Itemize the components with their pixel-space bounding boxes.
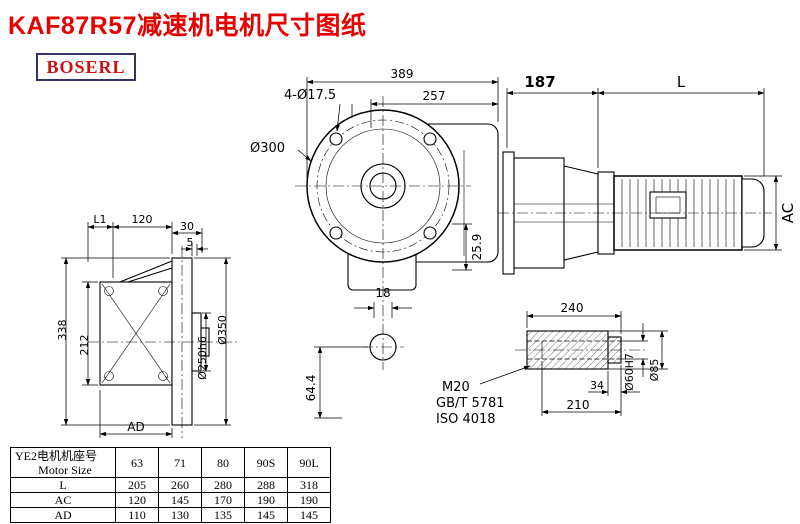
motor-size-header: YE2电机机座号 Motor Size xyxy=(10,447,116,478)
motor-view-dimensions: 187 L AC xyxy=(506,73,797,251)
dim-64-4: 64.4 xyxy=(304,375,318,402)
size-column-63: 63 xyxy=(115,447,159,478)
dim-34: 34 xyxy=(590,379,604,392)
dim-210: 210 xyxy=(567,398,590,412)
table-row-AC: AC 120 145 170 190 190 xyxy=(10,492,331,508)
table-cell: 120 xyxy=(115,492,159,508)
dim-L: L xyxy=(677,73,686,91)
label-iso-standard: ISO 4018 xyxy=(436,412,496,427)
table-cell: 145 xyxy=(244,507,288,523)
table-cell: 145 xyxy=(287,507,331,523)
size-column-90s: 90S xyxy=(244,447,288,478)
side-view-dimensions: L1 120 30 5 338 212 AD Ø250h6 Ø350 xyxy=(56,213,231,438)
label-gb-standard: GB/T 5781 xyxy=(436,396,505,411)
motor-view xyxy=(498,151,772,275)
dim-flange-od: Ø350 xyxy=(216,315,229,345)
dim-338: 338 xyxy=(56,320,69,341)
dim-bolt-holes: 4-Ø17.5 xyxy=(284,88,336,103)
page-title: KAF87R57减速机电机尺寸图纸 xyxy=(8,12,367,40)
dim-30: 30 xyxy=(180,220,194,233)
dim-120: 120 xyxy=(132,213,153,226)
bolt-holes xyxy=(329,132,437,240)
motor-size-header-cn: YE2电机机座号 xyxy=(15,448,97,463)
row-label-AD: AD xyxy=(10,507,116,523)
dim-flange-diameter: Ø300 xyxy=(250,141,285,156)
table-cell: 170 xyxy=(201,492,245,508)
motor-size-table: YE2电机机座号 Motor Size 63 71 80 90S 90L L 2… xyxy=(10,447,331,523)
dim-25-9: 25.9 xyxy=(470,234,484,261)
table-cell: 190 xyxy=(287,492,331,508)
boserl-logo: BOSERL xyxy=(36,53,136,81)
dim-212: 212 xyxy=(78,335,91,356)
table-cell: 260 xyxy=(158,477,202,493)
dim-shaft-od: Ø85 xyxy=(648,359,661,382)
table-cell: 130 xyxy=(158,507,202,523)
dim-187: 187 xyxy=(524,73,555,91)
shaft-view-dimensions: 240 34 210 Ø60H7 Ø85 M20 GB/T 5781 ISO 4… xyxy=(436,301,668,427)
table-cell: 135 xyxy=(201,507,245,523)
front-view xyxy=(295,96,499,370)
dim-18: 18 xyxy=(375,286,390,300)
side-view xyxy=(88,246,238,438)
dim-L1: L1 xyxy=(93,213,106,226)
table-cell: 145 xyxy=(158,492,202,508)
table-cell: 280 xyxy=(201,477,245,493)
front-view-dimensions: 389 257 4-Ø17.5 Ø300 25.9 18 64.4 xyxy=(250,67,499,419)
size-column-80: 80 xyxy=(201,447,245,478)
shaft-view xyxy=(515,330,648,370)
table-cell: 318 xyxy=(287,477,331,493)
dim-spigot-diameter: Ø250h6 xyxy=(196,336,209,380)
dim-389: 389 xyxy=(391,67,414,81)
dim-240: 240 xyxy=(561,301,584,315)
table-row-L: L 205 260 280 288 318 xyxy=(10,477,331,493)
row-label-AC: AC xyxy=(10,492,116,508)
dim-AD: AD xyxy=(127,420,144,434)
motor-size-header-en: Motor Size xyxy=(38,462,92,477)
row-label-L: L xyxy=(10,477,116,493)
table-cell: 205 xyxy=(115,477,159,493)
dim-AC: AC xyxy=(779,203,797,223)
table-cell: 288 xyxy=(244,477,288,493)
terminal-box xyxy=(649,191,687,219)
dim-5: 5 xyxy=(187,236,194,249)
size-column-71: 71 xyxy=(158,447,202,478)
label-thread-m20: M20 xyxy=(442,380,470,395)
dim-bore-diameter: Ø60H7 xyxy=(623,353,636,391)
table-cell: 110 xyxy=(115,507,159,523)
size-column-90l: 90L xyxy=(287,447,331,478)
table-cell: 190 xyxy=(244,492,288,508)
table-row-AD: AD 110 130 135 145 145 xyxy=(10,507,331,523)
dim-257: 257 xyxy=(423,89,446,103)
